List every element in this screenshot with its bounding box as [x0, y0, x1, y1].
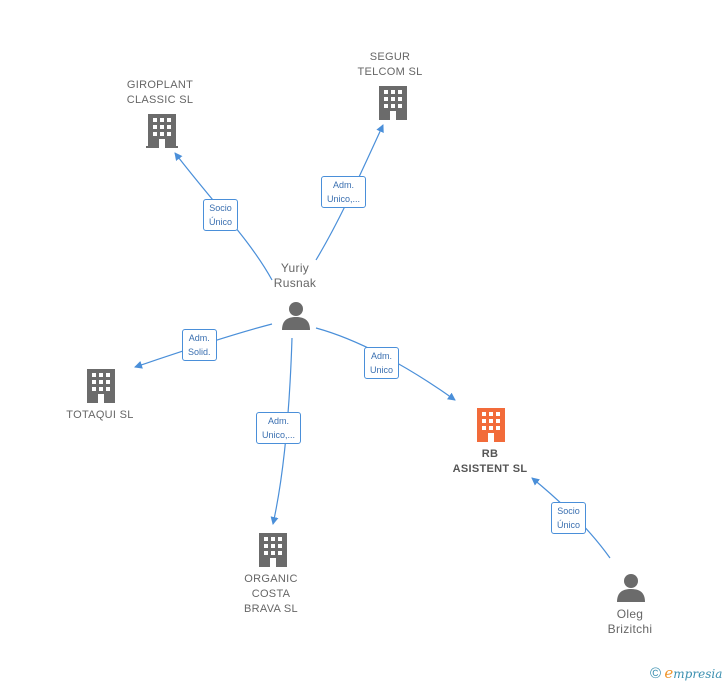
edge-label-line: Solid. — [188, 347, 211, 357]
node-label-oleg[interactable]: Oleg Brizitchi — [590, 607, 670, 637]
empresia-logo-mark: e — [664, 664, 674, 682]
person-icon-oleg[interactable] — [617, 574, 645, 602]
edge-label-line: Adm. — [268, 416, 290, 426]
building-icon-organic[interactable] — [259, 533, 287, 567]
label-line: Oleg — [616, 607, 644, 621]
edge-label-line: Adm. — [188, 333, 210, 343]
empresia-logo-text: mpresia — [673, 667, 723, 681]
label-line: TELCOM SL — [357, 66, 423, 78]
node-label-yuriy[interactable]: Yuriy Rusnak — [255, 261, 335, 291]
node-label-totaqui[interactable]: TOTAQUI SL — [50, 408, 150, 423]
edge-label-yuriy-totaqui[interactable]: Adm. Solid. — [182, 329, 217, 361]
edge-label-line: Único — [557, 520, 581, 530]
building-icon-totaqui[interactable] — [87, 369, 115, 403]
label-line: RB — [481, 448, 499, 460]
label-line: TOTAQUI SL — [66, 409, 134, 421]
label-line: ORGANIC — [244, 573, 298, 585]
person-icon-yuriy[interactable] — [282, 302, 310, 330]
label-line: BRAVA SL — [244, 603, 298, 615]
edge-label-yuriy-rb[interactable]: Adm. Unico — [364, 347, 400, 379]
label-line: GIROPLANT — [126, 79, 194, 91]
edge-label-yuriy-segur[interactable]: Adm. Unico,... — [321, 176, 367, 208]
label-line: COSTA — [251, 588, 291, 600]
edge-label-oleg-rb[interactable]: Socio Único — [551, 502, 587, 534]
edge-label-line: Socio — [557, 506, 580, 516]
edge-label-line: Unico,... — [262, 430, 296, 440]
edge-label-line: Unico — [370, 365, 394, 375]
edge-label-yuriy-giroplant[interactable]: Socio Único — [203, 199, 239, 231]
edge-label-line: Único — [209, 217, 233, 227]
edge-label-line: Unico,... — [327, 194, 361, 204]
label-line: CLASSIC SL — [126, 94, 194, 106]
label-line: ASISTENT SL — [452, 463, 528, 475]
node-label-giroplant[interactable]: GIROPLANT CLASSIC SL — [110, 78, 210, 108]
node-label-rb-asistent[interactable]: RB ASISTENT SL — [440, 447, 540, 477]
edge-label-line: Adm. — [333, 180, 355, 190]
building-icon-giroplant[interactable] — [146, 114, 178, 148]
edge-label-yuriy-organic[interactable]: Adm. Unico,... — [256, 412, 302, 444]
copyright-footer: © empresia — [650, 664, 722, 682]
node-label-organic[interactable]: ORGANIC COSTA BRAVA SL — [221, 572, 321, 617]
building-icon-segur[interactable] — [379, 86, 407, 120]
edge-label-line: Adm. — [371, 351, 393, 361]
edge-label-line: Socio — [209, 203, 232, 213]
building-icon-rb-asistent[interactable] — [477, 408, 505, 442]
label-line: Rusnak — [273, 276, 317, 290]
label-line: SEGUR — [369, 51, 411, 63]
copyright-icon: © — [650, 665, 662, 682]
node-label-segur[interactable]: SEGUR TELCOM SL — [340, 50, 440, 80]
label-line: Brizitchi — [607, 622, 653, 636]
label-line: Yuriy — [280, 261, 310, 275]
